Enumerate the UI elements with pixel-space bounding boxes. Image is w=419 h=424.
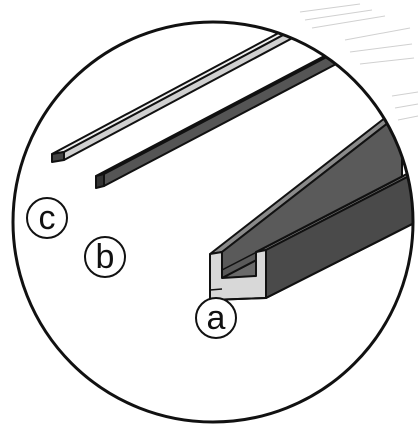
callout-a: a <box>195 297 237 339</box>
callout-c-circle <box>26 197 68 239</box>
detail-contents <box>51 25 413 301</box>
callout-c-label: c <box>39 199 56 237</box>
strip-profile-c <box>51 25 301 163</box>
channel-profile-a <box>209 111 413 301</box>
strip-b-end <box>95 173 105 189</box>
callout-c: c <box>26 197 68 239</box>
callout-b-circle <box>84 236 126 278</box>
background-hatching <box>299 3 419 121</box>
callout-a-label: a <box>207 299 226 337</box>
callout-b-label: b <box>96 238 115 276</box>
callout-a-circle <box>195 297 237 339</box>
callout-b: b <box>84 236 126 278</box>
strip-c-end <box>51 151 65 163</box>
detail-circle-outline <box>11 20 415 424</box>
